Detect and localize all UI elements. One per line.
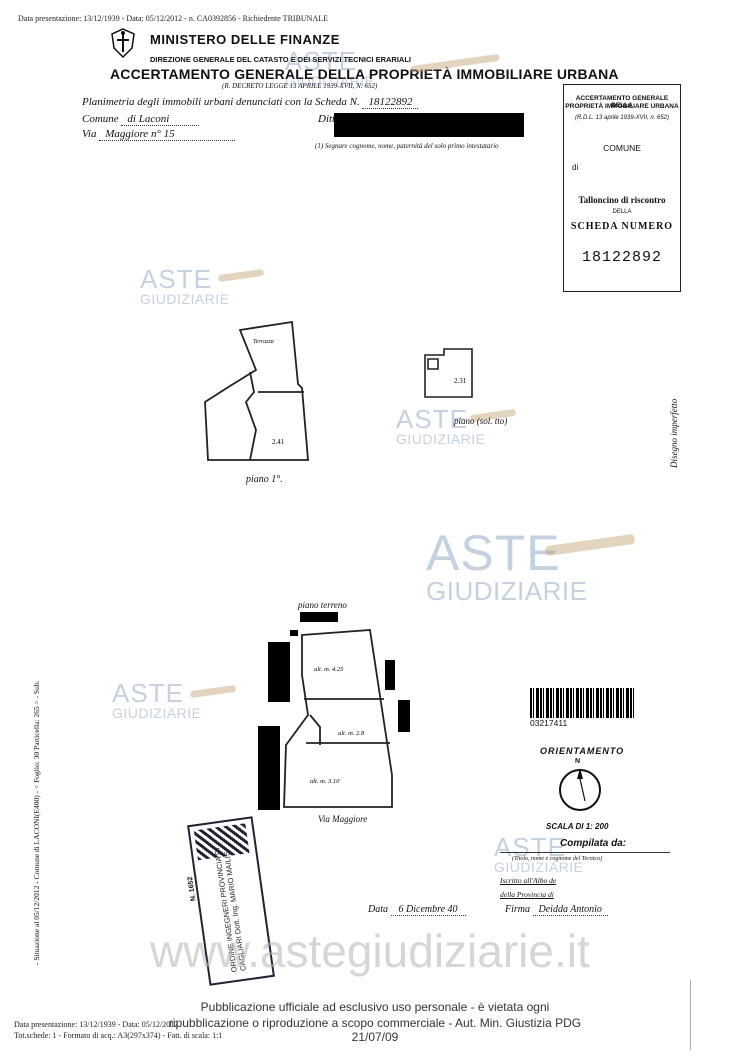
publication-line1: Pubblicazione ufficiale ad esclusivo uso… [200,1000,550,1014]
redacted-block-6 [398,700,410,732]
alt-3-label: alt. m. 3.10 [310,778,340,785]
piano-primo-label: piano 1°. [246,474,283,485]
height-231-label: 2.31 [454,377,467,385]
stamp-scheda-numero: SCHEDA NUMERO [570,221,674,232]
stamp-di: di [572,163,579,172]
via-line: Via Maggiore n° 15 [82,128,235,141]
planimetria-line: Planimetria degli immobili urbani denunc… [82,96,419,109]
floor-plan-attic: 2.31 [424,348,473,398]
stamp-della: DELLA [612,209,632,215]
redacted-block-2 [290,630,298,636]
floor-plan-first-floor: Terrazza 2.41 [204,320,309,461]
data-line: Data 6 Dicembre 40 [368,904,466,916]
terrazza-label: Terrazza [253,339,274,345]
talloncino-stamp-box: ACCERTAMENTO GENERALE DELLA PROPRIETÀ IM… [563,84,681,292]
watermark-aste-large: ASTE GIUDIZIARIE [426,525,588,606]
via-value: Maggiore n° 15 [99,128,235,141]
direction-line: DIREZIONE GENERALE DEL CATASTO E DEI SER… [150,55,411,64]
comune-line: Comune di Laconi [82,113,200,126]
decree-reference: (R. DECRETO LEGGE 13 APRILE 1939-XVII, N… [222,82,378,90]
stamp-comune: COMUNE [603,143,641,153]
data-value: 6 Dicembre 40 [390,904,466,916]
watermark-aste-top: ASTE GIUDIZIARIE [285,46,375,89]
form-note: (1) Segnare cognome, nome, paternità del… [315,142,499,150]
stamp-line2: PROPRIETÀ IMMOBILIARE URBANA [565,103,679,110]
via-label: Via [82,128,97,140]
footer-line2: Tot.schede: 1 - Formato di acq.: A3(297x… [14,1031,223,1040]
republic-emblem-icon [110,28,136,59]
piano-terreno-label: piano terreno [298,600,347,610]
ministry-title: MINISTERO DELLE FINANZE [150,32,340,47]
via-bottom-label: Via Maggiore [318,814,368,824]
barcode-number: 03217411 [530,718,568,728]
stamp-talloncino: Talloncino di riscontro [578,195,666,205]
comune-label: Comune [82,113,119,125]
orientamento-label: ORIENTAMENTO [540,746,625,756]
stamp-line1: ACCERTAMENTO GENERALE DELLA [575,95,669,109]
firma-line: Firma Deidda Antonio [505,904,608,916]
planimetria-label: Planimetria degli immobili urbani denunc… [82,96,360,108]
firma-label: Firma [505,904,530,915]
stamp-line3: (R.D.L. 13 aprile 1939-XVII, n. 652) [574,115,670,121]
alt-1-label: alt. m. 4.25 [314,666,344,673]
redacted-owner-block [334,113,524,137]
data-label: Data [368,904,388,915]
provincia-label: della Provincia di [500,890,554,899]
scheda-number-value: 18122892 [362,96,419,109]
alt-2-label: alt. m. 2.8 [338,730,365,737]
piano-sottotetto-label: piano (sol. tto) [454,416,508,426]
side-situation-text: - Situazione al 05/12/2012 - Comune di L… [32,680,41,965]
firma-value: Deidda Antonio [532,904,608,916]
watermark-aste-middle: ASTE GIUDIZIARIE [396,404,486,447]
footer-line1: Data presentazione: 13/12/1939 - Data: 0… [14,1020,179,1029]
publication-line2: ripubblicazione o riproduzione a scopo c… [168,1016,582,1044]
compilata-label: Compilata da: [560,838,627,849]
barcode-image [530,688,636,718]
disegno-imperfetto-note: Disegno imperfetto [669,398,679,468]
site-watermark: www.astegiudiziarie.it [150,925,590,977]
document-title: ACCERTAMENTO GENERALE DELLA PROPRIETÀ IM… [110,66,619,82]
redacted-block-3 [268,642,290,702]
floor-plan-ground-floor: alt. m. 4.25 alt. m. 2.8 alt. m. 3.10 [283,629,393,808]
iscritto-label: Iscritto all'Albo de [500,876,557,885]
compass-icon [559,768,601,811]
stamp-number: 18122892 [581,249,662,266]
document-header-line: Data presentazione: 13/12/1939 - Data: 0… [18,14,329,23]
stamp-order-number: N. 1652 [187,876,198,902]
scala-label: SCALA DI 1: 200 [546,822,609,831]
watermark-aste-lower-right: ASTE GIUDIZIARIE [494,832,584,875]
height-241-label: 2.41 [272,438,285,446]
watermark-aste-lower-left: ASTE GIUDIZIARIE [112,678,202,721]
watermark-aste-left: ASTE GIUDIZIARIE [140,264,230,307]
comune-value: di Laconi [121,113,200,126]
redacted-block-5 [385,660,395,690]
redacted-block-1 [300,612,338,622]
redacted-block-4 [258,726,280,810]
north-label: N [575,758,581,765]
compilata-sub: (Titolo, nome e cognome del Tecnico) [512,856,603,862]
